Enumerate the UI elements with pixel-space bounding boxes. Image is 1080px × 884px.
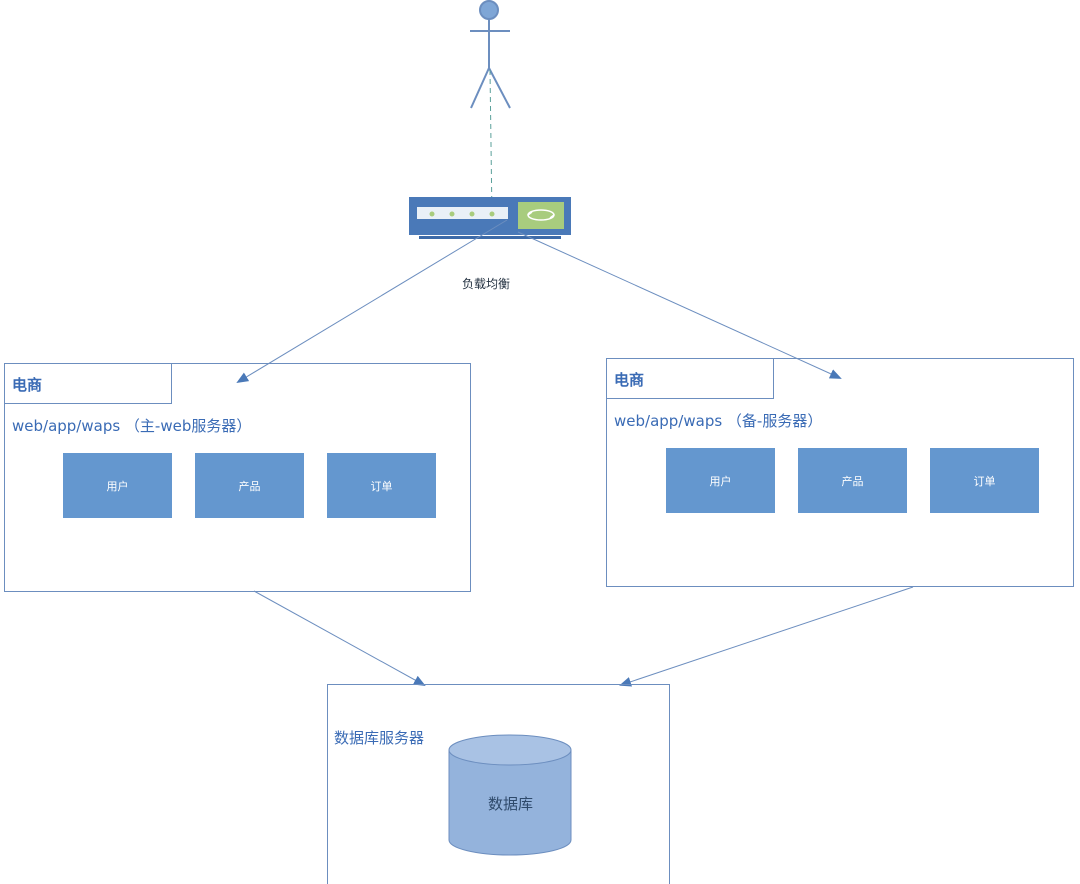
database-server-title: 数据库服务器 <box>334 729 425 747</box>
primary-server-subtitle: web/app/waps （主-web服务器） <box>12 417 252 435</box>
primary-server-title: 电商 <box>12 376 43 394</box>
backup-server-tab <box>607 359 774 399</box>
backup-server-frame: 电商 web/app/waps （备-服务器） 用户 产品 订单 <box>606 358 1074 587</box>
lb-to-backup-connector <box>517 231 842 379</box>
primary-module-users: 用户 <box>63 453 172 518</box>
load-balancer-label: 负载均衡 <box>462 277 511 291</box>
backup-server-title: 电商 <box>614 371 645 389</box>
database-server-frame <box>327 684 670 884</box>
backup-module-users: 用户 <box>666 448 775 513</box>
primary-to-db-connector <box>253 590 426 686</box>
backup-module-products: 产品 <box>798 448 907 513</box>
primary-module-products: 产品 <box>195 453 304 518</box>
lb-to-primary-connector <box>236 219 508 384</box>
request-connector <box>486 69 497 220</box>
primary-server-tab <box>5 364 172 404</box>
cylinder-icon <box>448 734 572 856</box>
backup-to-db-connector <box>619 586 914 687</box>
user-actor-icon <box>470 0 511 109</box>
backup-server-subtitle: web/app/waps （备-服务器） <box>614 412 823 430</box>
primary-module-orders: 订单 <box>327 453 436 518</box>
switch-icon <box>409 197 571 239</box>
backup-module-orders: 订单 <box>930 448 1039 513</box>
database-label: 数据库 <box>488 795 534 813</box>
primary-server-frame: 电商 web/app/waps （主-web服务器） 用户 产品 订单 <box>4 363 471 592</box>
